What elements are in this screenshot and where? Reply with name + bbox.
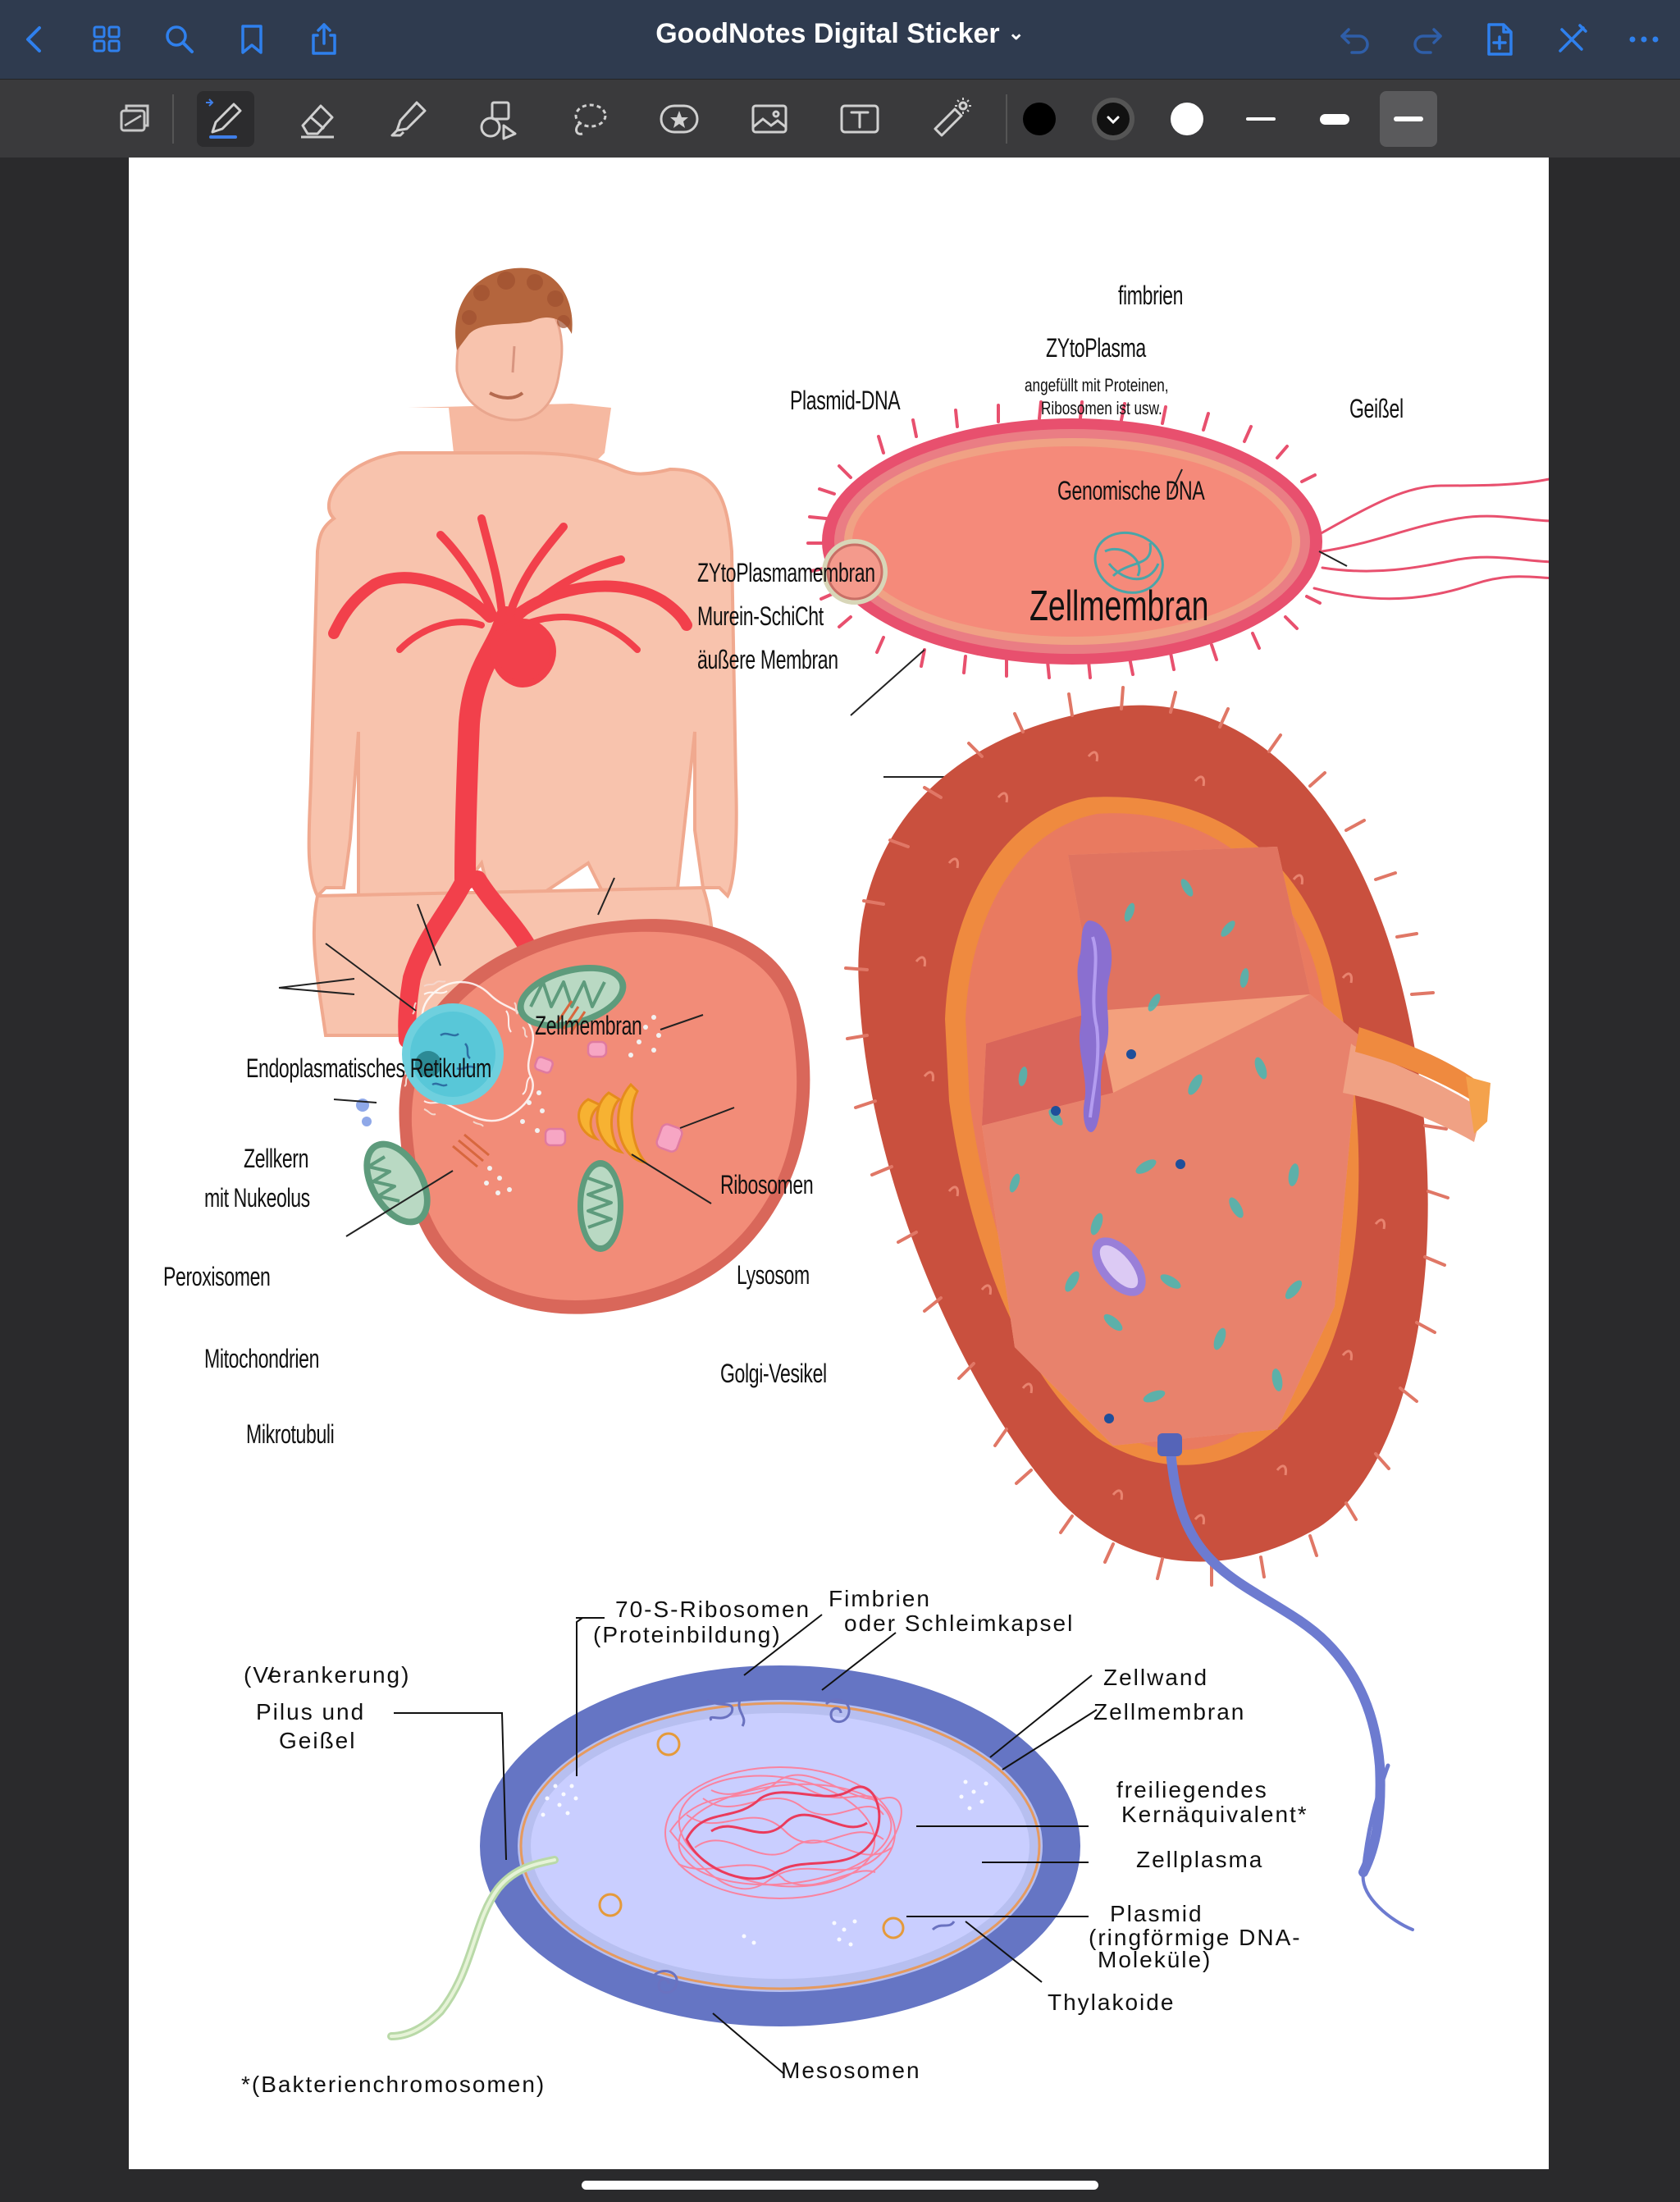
label-zellmembran-2: Zellmembran bbox=[1093, 1699, 1246, 1725]
pen-icon[interactable] bbox=[197, 91, 254, 147]
close-pen-icon[interactable] bbox=[1547, 15, 1596, 64]
chevron-down-icon: ⌄ bbox=[1007, 22, 1025, 44]
bookmark-icon[interactable] bbox=[227, 15, 276, 64]
color-swatch-white[interactable] bbox=[1158, 91, 1216, 147]
label-fimbrien-2: Fimbrien bbox=[829, 1586, 931, 1611]
label-genomische-dna: Genomische DNA bbox=[1057, 476, 1205, 505]
label-geissel-2: Geißel bbox=[279, 1728, 357, 1753]
color-swatch-black[interactable] bbox=[1011, 91, 1068, 147]
stroke-thin-option[interactable] bbox=[1232, 91, 1290, 147]
label-golgi-vesikel: Golgi-Vesikel bbox=[720, 1359, 827, 1388]
text-box-icon[interactable] bbox=[831, 91, 888, 147]
more-icon[interactable] bbox=[1619, 15, 1669, 64]
label-mitochondrien: Mitochondrien bbox=[204, 1344, 320, 1373]
grid-icon[interactable] bbox=[83, 15, 132, 64]
bacterium-illustration-1 bbox=[806, 400, 1549, 827]
label-zellwand: Zellwand bbox=[1103, 1665, 1209, 1690]
animal-cell-illustration bbox=[278, 877, 810, 1314]
label-mit-nukeolus: mit Nukeolus bbox=[204, 1183, 310, 1213]
label-kernaequivalent: Kernäquivalent* bbox=[1121, 1802, 1308, 1827]
redo-icon[interactable] bbox=[1403, 15, 1452, 64]
label-plasmid-dna: Plasmid-DNA bbox=[790, 386, 901, 415]
label-pilus-und: Pilus und bbox=[256, 1699, 366, 1725]
label-fimbrien: fimbrien bbox=[1118, 281, 1184, 310]
document-title-text: GoodNotes Digital Sticker bbox=[655, 18, 1000, 49]
label-freiliegendes: freiliegendes bbox=[1116, 1777, 1268, 1802]
label-mesosomen: Mesosomen bbox=[781, 2058, 921, 2083]
share-icon[interactable] bbox=[299, 15, 349, 64]
page-view-icon[interactable] bbox=[106, 91, 163, 147]
label-zytoplasmamembran: ZYtoPlasmamembran bbox=[697, 558, 875, 587]
highlighter-icon[interactable] bbox=[380, 91, 437, 147]
shapes-icon[interactable] bbox=[470, 91, 527, 147]
label-lysosom: Lysosom bbox=[737, 1260, 810, 1290]
toolbar-separator bbox=[172, 94, 174, 144]
image-icon[interactable] bbox=[741, 91, 798, 147]
toolbar-separator bbox=[1006, 94, 1007, 144]
bacterium-illustration-2 bbox=[267, 1614, 1098, 2075]
label-plasmid: Plasmid bbox=[1110, 1901, 1203, 1926]
laser-pointer-icon[interactable] bbox=[921, 91, 979, 147]
stroke-medium-option[interactable] bbox=[1306, 91, 1363, 147]
label-endoplasmatisches-retikulum: Endoplasmatisches Retikulum bbox=[246, 1053, 491, 1083]
stroke-thick-option[interactable] bbox=[1380, 91, 1437, 147]
label-ringfoermige-dna: (ringförmige DNA- bbox=[1089, 1925, 1302, 1950]
document-title-button[interactable]: GoodNotes Digital Sticker ⌄ bbox=[655, 18, 1025, 49]
label-molekuele: Moleküle) bbox=[1098, 1947, 1212, 1972]
label-zytoplasma-note-1: angefüllt mit Proteinen, bbox=[1025, 375, 1169, 395]
color-swatch-selected[interactable] bbox=[1084, 91, 1142, 147]
drawing-toolbar bbox=[0, 79, 1680, 158]
page-drawing-canvas bbox=[267, 267, 1549, 2075]
lasso-icon[interactable] bbox=[560, 91, 618, 147]
label-zytoplasma-note-2: Ribosomen ist usw. bbox=[1041, 398, 1162, 418]
label-proteinbildung: (Proteinbildung) bbox=[593, 1622, 782, 1647]
label-geissel-1: Geißel bbox=[1349, 394, 1404, 423]
search-icon[interactable] bbox=[155, 15, 204, 64]
label-peroxisomen: Peroxisomen bbox=[163, 1262, 271, 1291]
label-zellplasma: Zellplasma bbox=[1136, 1847, 1264, 1872]
eraser-icon[interactable] bbox=[289, 91, 346, 147]
label-footnote-bakterienchromosomen: *(Bakterienchromosomen) bbox=[241, 2072, 546, 2097]
label-aeussere-membran: äußere Membran bbox=[697, 645, 838, 674]
label-zytoplasma: ZYtoPlasma bbox=[1046, 333, 1146, 363]
home-indicator[interactable] bbox=[582, 2181, 1098, 2190]
label-mikrotubuli: Mikrotubuli bbox=[246, 1419, 335, 1449]
notebook-page[interactable]: fimbrien ZYtoPlasma angefüllt mit Protei… bbox=[129, 158, 1549, 2169]
label-ribosomen: Ribosomen bbox=[720, 1170, 814, 1199]
label-murein-schicht: Murein-SchiCht bbox=[697, 601, 824, 631]
sticker-icon[interactable] bbox=[651, 91, 708, 147]
label-zellmembran-brace: Zellmembran bbox=[1029, 582, 1209, 630]
undo-icon[interactable] bbox=[1331, 15, 1380, 64]
bacterium-3d-illustration bbox=[844, 686, 1491, 1931]
back-chevron-icon[interactable] bbox=[10, 15, 59, 64]
add-page-icon[interactable] bbox=[1475, 15, 1524, 64]
label-oder-schleimkapsel: oder Schleimkapsel bbox=[844, 1610, 1075, 1636]
label-thylakoide: Thylakoide bbox=[1048, 1990, 1176, 2015]
label-zellkern: Zellkern bbox=[244, 1144, 309, 1173]
label-cell-zellmembran: Zellmembran bbox=[535, 1011, 642, 1040]
label-70s-ribosomen: 70-S-Ribosomen bbox=[615, 1597, 811, 1622]
top-navigation-bar: GoodNotes Digital Sticker ⌄ bbox=[0, 0, 1680, 79]
document-title: GoodNotes Digital Sticker ⌄ bbox=[0, 18, 1680, 50]
label-verankerung: (Verankerung) bbox=[244, 1662, 411, 1688]
